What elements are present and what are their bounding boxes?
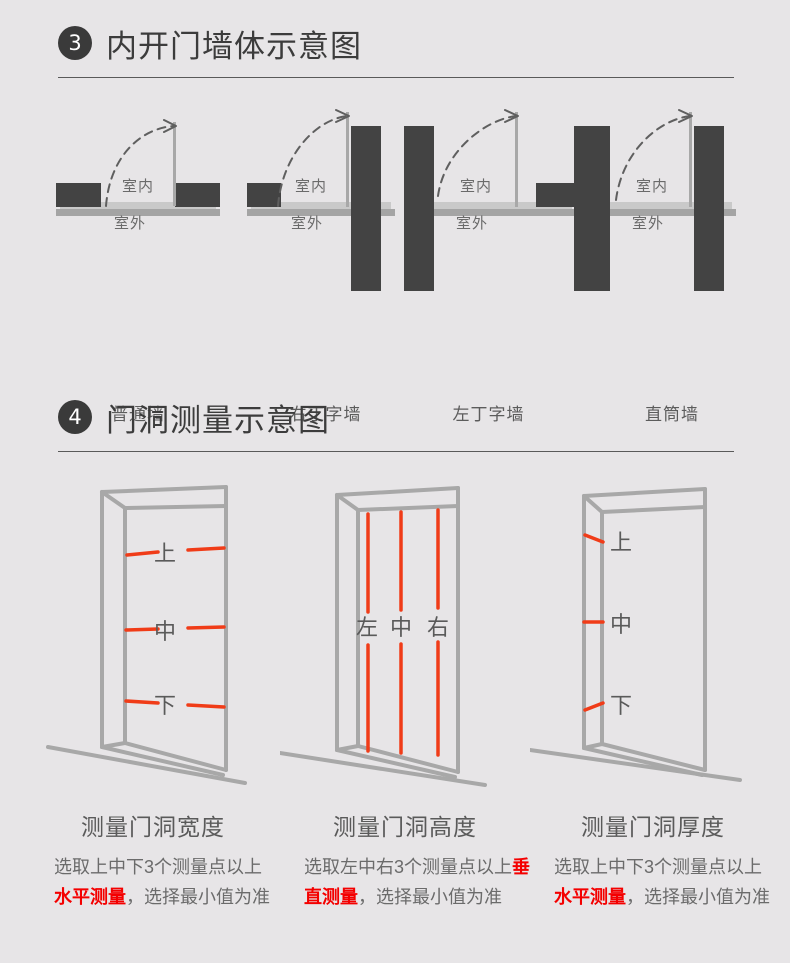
wall-plain-svg (56, 119, 220, 216)
section-4-divider (58, 451, 734, 452)
door-width-svg (46, 485, 247, 785)
section-3-divider (58, 77, 734, 78)
door-width-mark-middle: 中 (154, 619, 179, 644)
caption-thickness-text-before: 选取上中下3个测量点以上 (554, 857, 763, 877)
wall-diagram-left-t: 室内 室外 左丁字墙 (396, 100, 581, 424)
wall-diagram-straight: 室内 室外 直筒墙 (572, 100, 772, 424)
caption-thickness-highlight: 水平测量 (554, 887, 626, 907)
section-4-header: 4 门洞测量示意图 (58, 392, 734, 452)
door-height-svg (280, 486, 487, 787)
door-width-mark-bottom: 下 (154, 693, 179, 718)
caption-height-text-after: ，选择最小值为准 (358, 887, 502, 907)
wall-right-t-outdoor-label: 室外 (291, 215, 324, 232)
wall-plain-indoor-label: 室内 (122, 178, 155, 195)
caption-height: 测量门洞高度 选取左中右3个测量点以上垂直测量，选择最小值为准 (280, 808, 530, 912)
caption-width-title: 测量门洞宽度 (81, 814, 225, 840)
wall-right-t-indoor-label: 室内 (295, 178, 328, 195)
door-diagram-thickness: 上 中 下 (530, 470, 780, 800)
door-diagram-strip: 上 中 下 (0, 470, 790, 810)
caption-height-title: 测量门洞高度 (333, 814, 477, 840)
wall-left-t-caption: 左丁字墙 (452, 405, 525, 424)
door-width-mark-top: 上 (154, 541, 179, 566)
caption-height-text-before: 选取左中右3个测量点以上 (304, 857, 513, 877)
door-height-mark-right: 右 (427, 615, 452, 640)
caption-width-highlight: 水平测量 (54, 887, 126, 907)
caption-thickness: 测量门洞厚度 选取上中下3个测量点以上水平测量，选择最小值为准 (528, 808, 778, 912)
caption-width: 测量门洞宽度 选取上中下3个测量点以上水平测量，选择最小值为准 (28, 808, 278, 912)
door-thickness-svg (530, 487, 742, 782)
section-3-head-row: 3 内开门墙体示意图 (58, 18, 734, 68)
wall-plain-outdoor-label: 室外 (114, 215, 147, 232)
section-4-number-badge: 4 (58, 400, 92, 434)
wall-diagram-plain: 室内 室外 普通墙 (38, 100, 238, 424)
section-3-header: 3 内开门墙体示意图 (58, 18, 734, 78)
wall-left-t-indoor-label: 室内 (460, 178, 493, 195)
door-thickness-mark-bottom: 下 (610, 693, 635, 718)
door-thickness-mark-top: 上 (610, 530, 635, 555)
wall-right-t-caption: 右丁字墙 (289, 405, 362, 424)
door-diagram-width: 上 中 下 (30, 470, 280, 800)
door-thickness-mark-middle: 中 (610, 612, 635, 637)
wall-diagram-right-t: 室内 室外 右丁字墙 (233, 100, 418, 424)
caption-width-text-after: ，选择最小值为准 (126, 887, 270, 907)
door-height-mark-left: 左 (356, 615, 381, 640)
section-3-number-badge: 3 (58, 26, 92, 60)
caption-thickness-title: 测量门洞厚度 (581, 814, 725, 840)
wall-right-t-svg (247, 109, 418, 291)
caption-thickness-text-after: ，选择最小值为准 (626, 887, 770, 907)
wall-straight-caption: 直筒墙 (645, 405, 699, 424)
caption-width-text-before: 选取上中下3个测量点以上 (54, 857, 263, 877)
wall-left-t-outdoor-label: 室外 (456, 215, 489, 232)
caption-width-body: 选取上中下3个测量点以上水平测量，选择最小值为准 (28, 852, 278, 912)
wall-plain-caption: 普通墙 (111, 405, 165, 424)
wall-straight-svg (580, 109, 736, 291)
caption-height-body: 选取左中右3个测量点以上垂直测量，选择最小值为准 (280, 852, 530, 912)
wall-straight-outdoor-label: 室外 (632, 215, 665, 232)
section-4-title: 门洞测量示意图 (106, 402, 330, 438)
wall-diagram-strip: 室内 室外 普通墙 室内 室外 右丁字墙 (0, 100, 790, 424)
wall-straight-indoor-label: 室内 (636, 178, 669, 195)
door-diagram-height: 左 中 右 (280, 470, 530, 800)
section-4-head-row: 4 门洞测量示意图 (58, 392, 734, 442)
caption-thickness-body: 选取上中下3个测量点以上水平测量，选择最小值为准 (528, 852, 778, 912)
wall-left-t-svg (404, 109, 581, 291)
section-3-title: 内开门墙体示意图 (106, 28, 362, 64)
door-height-mark-middle: 中 (390, 615, 415, 640)
caption-height-highlight: 垂直测量 (304, 857, 531, 907)
